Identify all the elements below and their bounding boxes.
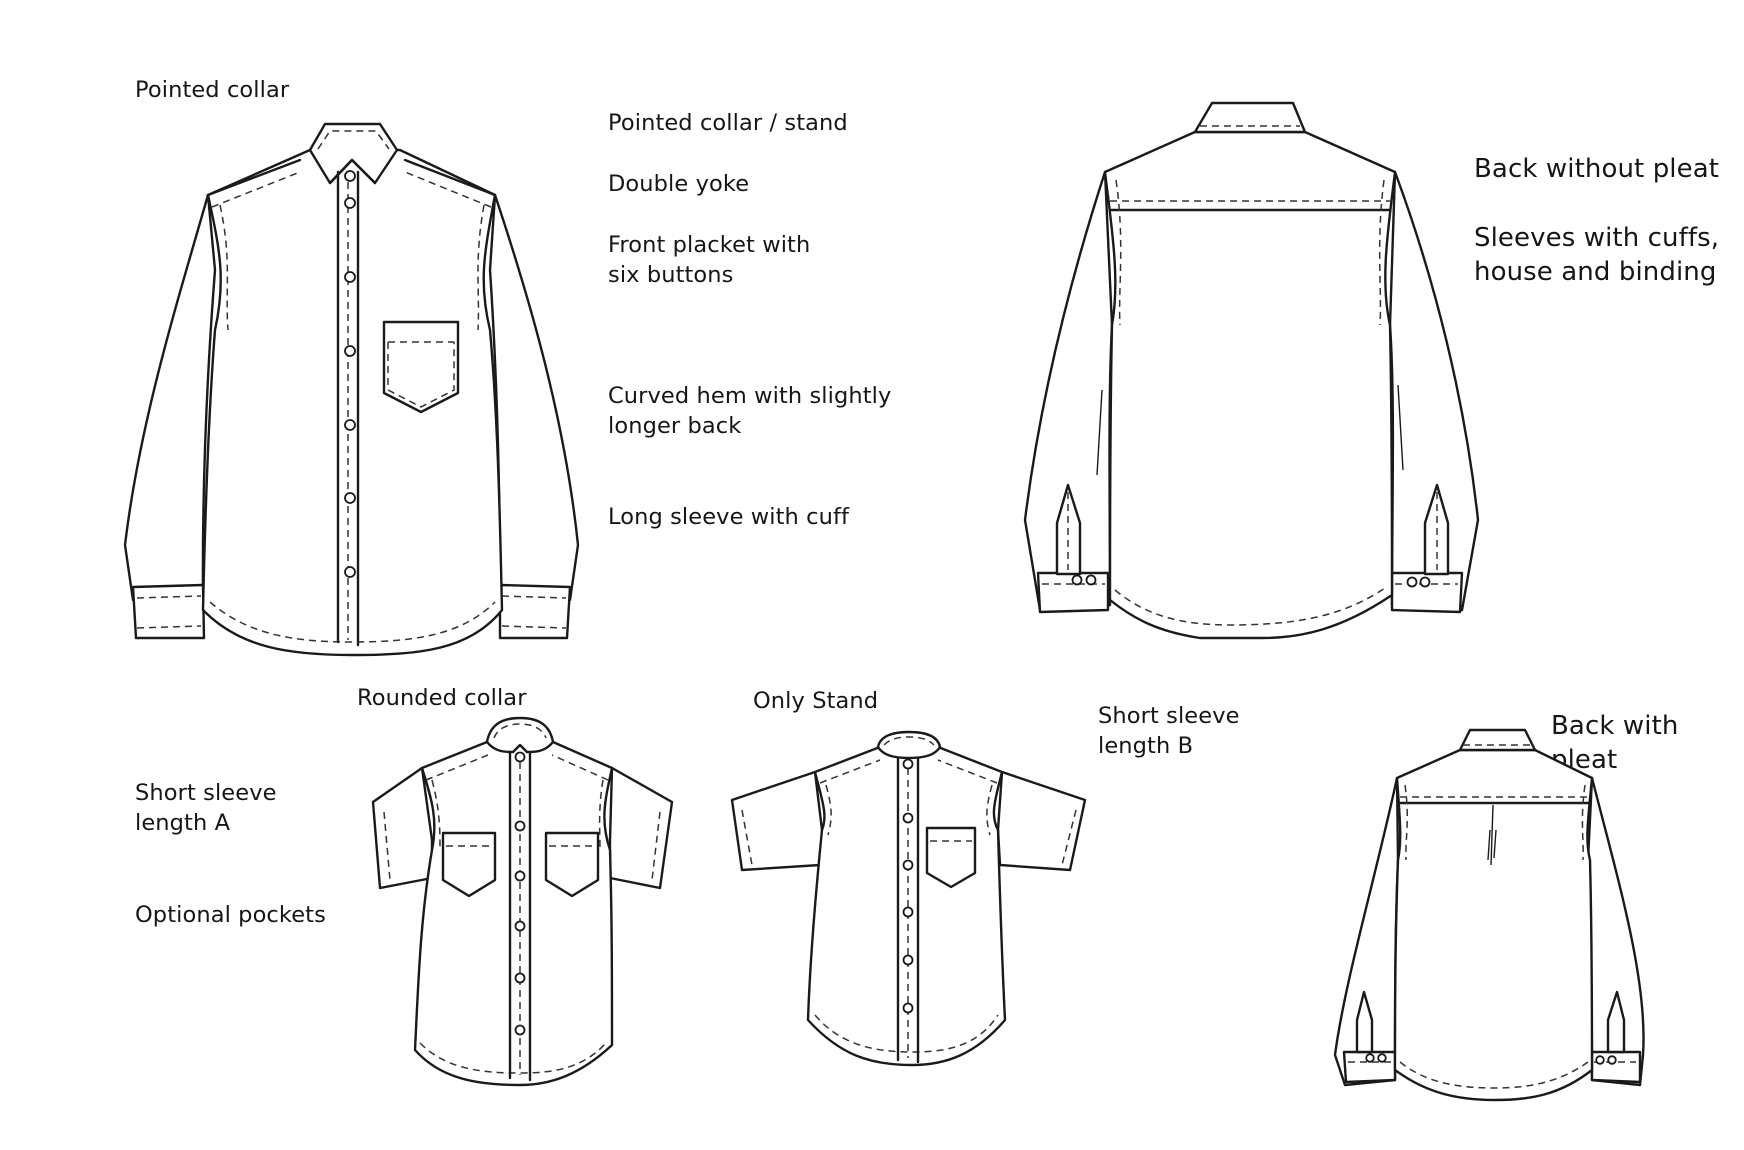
back-body: [1103, 130, 1397, 640]
bp-left-sleeve-placket: [1355, 990, 1374, 1054]
right-sleeve: [488, 193, 580, 602]
back-shirt-with-pleat: [1333, 728, 1645, 1102]
right-cuff: [498, 583, 572, 640]
chest-pocket: [382, 320, 460, 414]
os-left-sleeve: [730, 770, 824, 872]
os-body: [806, 745, 1007, 1067]
label-back-without-pleat: Back without pleat: [1474, 154, 1720, 184]
label-pointed-collar: Pointed collar: [135, 77, 290, 103]
band-collar: [876, 730, 942, 760]
label-back-with-pleat: Back with pleat: [1551, 711, 1679, 775]
label-double-yoke: Double yoke: [608, 171, 750, 197]
os-right-sleeve: [996, 770, 1087, 872]
label-front-placket: Front placket with six buttons: [608, 232, 811, 288]
rc-right-pocket: [544, 831, 600, 898]
bp-body: [1393, 748, 1594, 1102]
front-shirt-rounded-collar: [371, 716, 674, 1087]
rounded-collar: [485, 716, 555, 754]
back-right-sleeve: [1388, 170, 1480, 612]
bp-collar: [1458, 728, 1537, 752]
front-shirt-long-sleeve: [123, 122, 580, 657]
front-body: [201, 148, 504, 657]
left-sleeve: [123, 193, 217, 602]
rc-right-sleeve: [608, 766, 674, 890]
label-short-sleeve-b: Short sleeve length B: [1098, 703, 1240, 759]
label-optional-pockets: Optional pockets: [135, 902, 326, 928]
front-shirt-only-stand: [730, 730, 1087, 1067]
label-sleeves-with-cuffs: Sleeves with cuffs, house and binding: [1474, 223, 1720, 287]
label-pointed-collar-stand: Pointed collar / stand: [608, 110, 848, 136]
rc-body: [413, 740, 614, 1087]
rc-left-pocket: [441, 831, 497, 898]
bp-right-sleeve-placket: [1606, 990, 1626, 1054]
label-rounded-collar: Rounded collar: [357, 685, 527, 711]
label-only-stand: Only Stand: [753, 688, 879, 714]
label-curved-hem: Curved hem with slightly longer back: [608, 383, 892, 439]
back-collar: [1193, 101, 1307, 134]
label-long-sleeve: Long sleeve with cuff: [608, 504, 850, 530]
left-cuff: [131, 583, 206, 640]
os-pocket: [925, 826, 977, 889]
rc-left-sleeve: [371, 766, 434, 890]
label-short-sleeve-a: Short sleeve length A: [135, 780, 277, 836]
back-shirt-without-pleat: [1023, 101, 1480, 640]
